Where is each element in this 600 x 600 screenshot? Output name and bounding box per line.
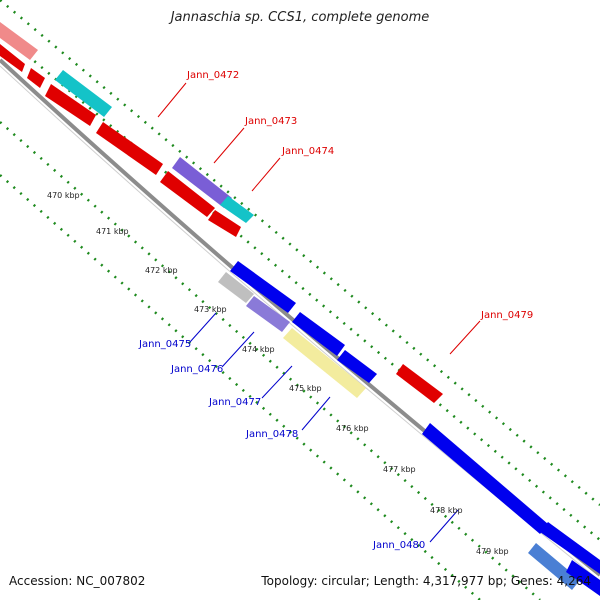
gene-pink xyxy=(0,22,38,60)
forward-genes[interactable] xyxy=(0,22,443,403)
gene-blue-2 xyxy=(292,312,345,356)
tick-label: 477 kbp xyxy=(383,465,416,474)
gene-label-jann-0475: Jann_0475 xyxy=(138,339,191,350)
gene-red-6 xyxy=(208,210,241,237)
gene-lavender xyxy=(246,296,290,332)
gene-blue-3 xyxy=(337,350,377,383)
forward-gene-labels[interactable]: Jann_0472 Jann_0473 Jann_0474 Jann_0479 xyxy=(186,70,533,321)
gene-purple xyxy=(172,157,232,208)
tick-label: 472 kbp xyxy=(145,266,178,275)
kbp-ticks: 470 kbp 471 kbp 472 kbp 473 kbp 474 kbp … xyxy=(47,191,509,556)
gene-steelblue xyxy=(528,543,580,590)
gene-red-3 xyxy=(45,84,96,126)
gene-yellow xyxy=(283,328,366,398)
gc-track-outer xyxy=(0,0,600,506)
tick-label: 471 kbp xyxy=(96,227,129,236)
gene-blue-6 xyxy=(566,560,600,596)
gene-label-jann-0473: Jann_0473 xyxy=(244,116,297,127)
gene-blue-1 xyxy=(230,261,296,313)
gene-label-jann-0477: Jann_0477 xyxy=(208,397,261,408)
gene-red-2 xyxy=(27,68,45,88)
reverse-leaders xyxy=(189,312,459,543)
gene-red-5 xyxy=(160,171,215,217)
gene-label-jann-0472: Jann_0472 xyxy=(186,70,239,81)
reverse-genes[interactable] xyxy=(218,261,600,596)
accession-label: Accession: NC_007802 xyxy=(9,574,146,588)
gene-label-jann-0474: Jann_0474 xyxy=(281,146,334,157)
tick-label: 470 kbp xyxy=(47,191,80,200)
tick-label: 475 kbp xyxy=(289,384,322,393)
gc-track-inner xyxy=(0,121,541,600)
tick-label: 479 kbp xyxy=(476,547,509,556)
genome-summary: Topology: circular; Length: 4,317,977 bp… xyxy=(261,574,591,588)
gc-track-inner-2 xyxy=(0,174,481,600)
gene-label-jann-0479: Jann_0479 xyxy=(480,310,533,321)
gene-grey xyxy=(218,272,254,303)
gene-label-jann-0480: Jann_0480 xyxy=(372,540,425,551)
reverse-gene-labels[interactable]: Jann_0475 Jann_0476 Jann_0477 Jann_0478 … xyxy=(138,339,425,551)
gene-label-jann-0476: Jann_0476 xyxy=(170,364,223,375)
gene-label-jann-0478: Jann_0478 xyxy=(245,429,298,440)
gc-track-outer-2 xyxy=(0,31,600,541)
gene-blue-5 xyxy=(540,522,600,574)
tick-label: 473 kbp xyxy=(194,305,227,314)
forward-leaders xyxy=(157,82,481,355)
tick-label: 474 kbp xyxy=(242,345,275,354)
gene-green-cyan xyxy=(220,196,254,223)
gene-cyan-1 xyxy=(55,70,112,117)
gene-red-4 xyxy=(96,122,163,175)
gene-red-7 xyxy=(396,364,443,403)
map-title: Jannaschia sp. CCS1, complete genome xyxy=(170,10,430,25)
tick-label: 476 kbp xyxy=(336,424,369,433)
tick-label: 478 kbp xyxy=(430,506,463,515)
gene-blue-4 xyxy=(422,423,548,534)
gene-red-1 xyxy=(0,44,25,72)
